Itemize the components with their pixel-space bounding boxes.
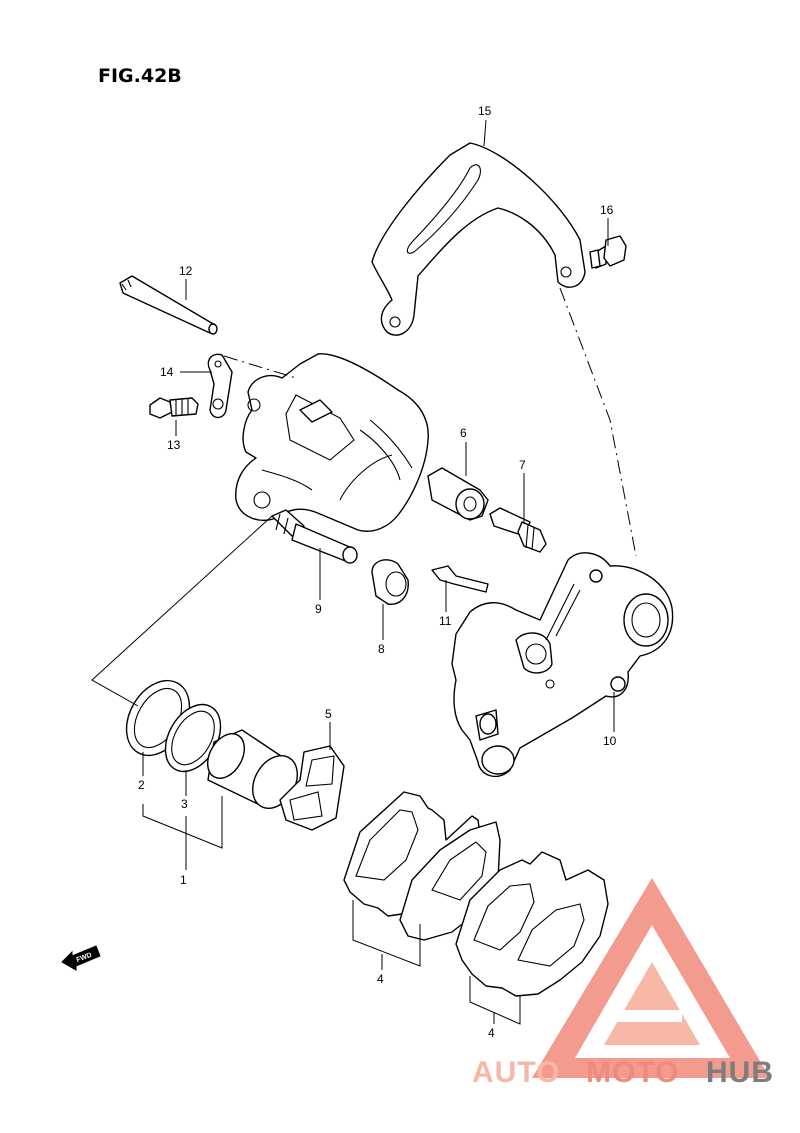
boot-8 xyxy=(371,559,409,605)
callout-13: 13 xyxy=(167,438,181,452)
pin-12 xyxy=(119,275,218,335)
pad-set-4b xyxy=(455,851,609,997)
sleeve-6 xyxy=(427,467,489,521)
assembly-lines xyxy=(91,287,637,707)
spring-11 xyxy=(431,565,489,593)
callout-4b: 4 xyxy=(488,1026,495,1040)
watermark-word-c: HUB xyxy=(706,1056,774,1089)
bolt-16 xyxy=(589,235,627,269)
callout-15: 15 xyxy=(478,104,492,118)
watermark-word-b: MOTO xyxy=(586,1056,679,1089)
pin-9 xyxy=(271,509,358,564)
figure-label: FIG.42B xyxy=(98,65,182,87)
shim-5 xyxy=(279,745,345,831)
callout-4a: 4 xyxy=(377,972,384,986)
callout-3: 3 xyxy=(181,797,188,811)
callout-9: 9 xyxy=(315,602,322,616)
support-10 xyxy=(451,552,674,778)
caliper-body xyxy=(235,353,429,532)
callout-2: 2 xyxy=(138,778,145,792)
bleeder-13 xyxy=(149,397,199,419)
fwd-arrow-icon: FWD xyxy=(61,945,101,971)
slide-pin-7 xyxy=(489,507,547,553)
callout-labels: 1 2 3 4 4 5 6 7 8 9 10 11 12 13 14 15 16 xyxy=(138,104,617,1040)
callout-7: 7 xyxy=(519,458,526,472)
callout-8: 8 xyxy=(378,642,385,656)
watermark-word-a: AUTO xyxy=(472,1056,560,1089)
bracket-15 xyxy=(371,142,586,336)
piston-1 xyxy=(206,729,298,809)
clip-14 xyxy=(207,353,233,419)
seal-3 xyxy=(164,703,222,773)
callout-14: 14 xyxy=(160,365,174,379)
leader-lines xyxy=(142,119,615,1025)
watermark-text: AUTO MOTO HUB xyxy=(472,1056,774,1089)
callout-1: 1 xyxy=(180,873,187,887)
watermark-logo xyxy=(532,878,770,1078)
callout-5: 5 xyxy=(325,707,332,721)
callout-12: 12 xyxy=(179,264,193,278)
callout-16: 16 xyxy=(600,203,614,217)
callout-11: 11 xyxy=(439,614,452,628)
callout-6: 6 xyxy=(460,426,467,440)
callout-10: 10 xyxy=(603,734,617,748)
